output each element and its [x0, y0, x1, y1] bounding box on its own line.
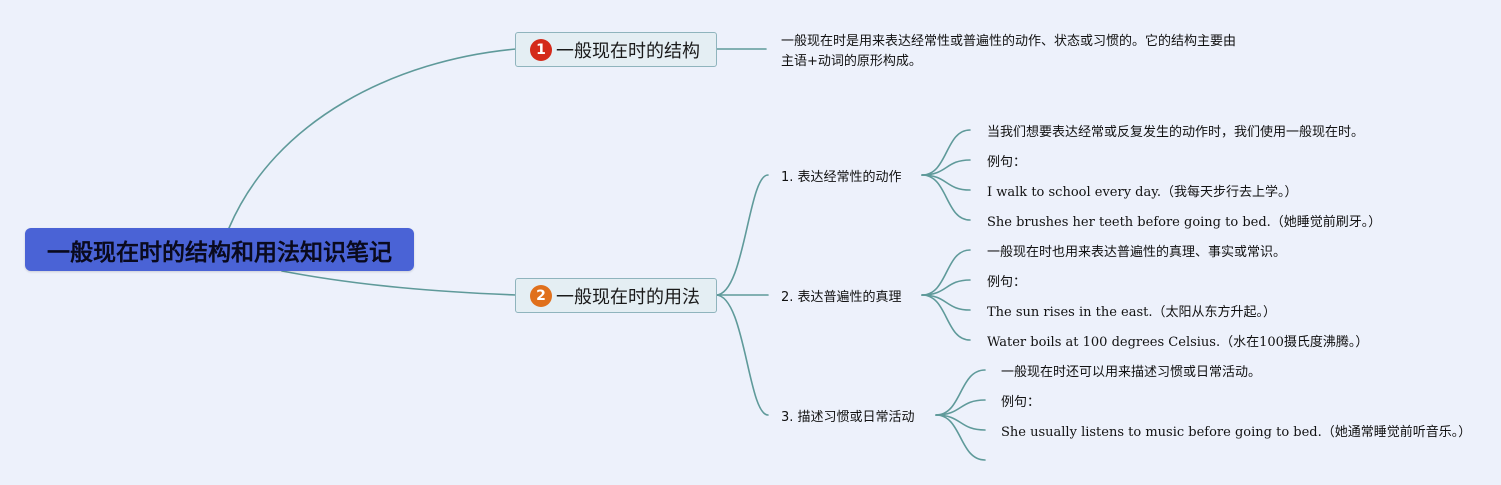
connector-sub-3-leaf-1: [935, 369, 986, 416]
connector-sub-3-leaf-4: [935, 414, 986, 461]
branch-title: 一般现在时的结构: [556, 40, 700, 62]
leaf-example[interactable]: I walk to school every day.（我每天步行去上学。）: [987, 185, 1298, 200]
leaf-text[interactable]: 例句：: [987, 155, 1027, 170]
connector-sub-1-leaf-1: [921, 129, 971, 176]
branch-node-structure[interactable]: 1 一般现在时的结构: [515, 32, 717, 67]
connector-branch-2-sub-1: [715, 174, 769, 296]
leaf-text[interactable]: 一般现在时还可以用来描述习惯或日常活动。: [1001, 365, 1262, 380]
leaf-example[interactable]: Water boils at 100 degrees Celsius.（水在10…: [987, 335, 1369, 350]
leaf-text[interactable]: 例句：: [1001, 395, 1041, 410]
root-title: 一般现在时的结构和用法知识笔记: [47, 239, 392, 266]
leaf-text[interactable]: 当我们想要表达经常或反复发生的动作时，我们使用一般现在时。: [987, 125, 1365, 140]
connector-sub-2-leaf-4: [921, 294, 971, 341]
branch-title: 一般现在时的用法: [556, 286, 700, 308]
description-line: 主语+动词的原形构成。: [781, 54, 922, 69]
branch-node-usage[interactable]: 2 一般现在时的用法: [515, 278, 717, 313]
leaf-text[interactable]: 一般现在时也用来表达普遍性的真理、事实或常识。: [987, 245, 1287, 260]
connector-sub-2-leaf-3: [921, 294, 971, 311]
connector-sub-1-leaf-2: [921, 159, 971, 176]
subtopic-usage-2[interactable]: 2. 表达普遍性的真理: [781, 290, 902, 305]
number-badge-2: 2: [530, 284, 552, 307]
leaf-example[interactable]: She brushes her teeth before going to be…: [987, 215, 1382, 230]
leaf-example[interactable]: She usually listens to music before goin…: [1001, 425, 1472, 440]
number-badge-1: 1: [530, 38, 552, 61]
connector-root-branch-1: [228, 48, 517, 229]
connector-sub-1-leaf-3: [921, 174, 971, 191]
root-node[interactable]: 一般现在时的结构和用法知识笔记: [25, 228, 414, 271]
leaf-text[interactable]: 例句：: [987, 275, 1027, 290]
connector-sub-1-leaf-4: [921, 174, 971, 221]
connector-sub-2-leaf-1: [921, 249, 971, 296]
subtopic-usage-1[interactable]: 1. 表达经常性的动作: [781, 170, 902, 185]
connector-sub-2-leaf-2: [921, 279, 971, 296]
description-line: 一般现在时是用来表达经常性或普遍性的动作、状态或习惯的。它的结构主要由: [781, 34, 1237, 49]
connector-branch-2-sub-3: [715, 294, 769, 416]
leaf-example[interactable]: The sun rises in the east.（太阳从东方升起。）: [987, 305, 1277, 320]
connector-root-branch-2: [281, 270, 517, 296]
subtopic-usage-3[interactable]: 3. 描述习惯或日常活动: [781, 410, 915, 425]
structure-description: 一般现在时是用来表达经常性或普遍性的动作、状态或习惯的。它的结构主要由 主语+动…: [781, 32, 1236, 72]
